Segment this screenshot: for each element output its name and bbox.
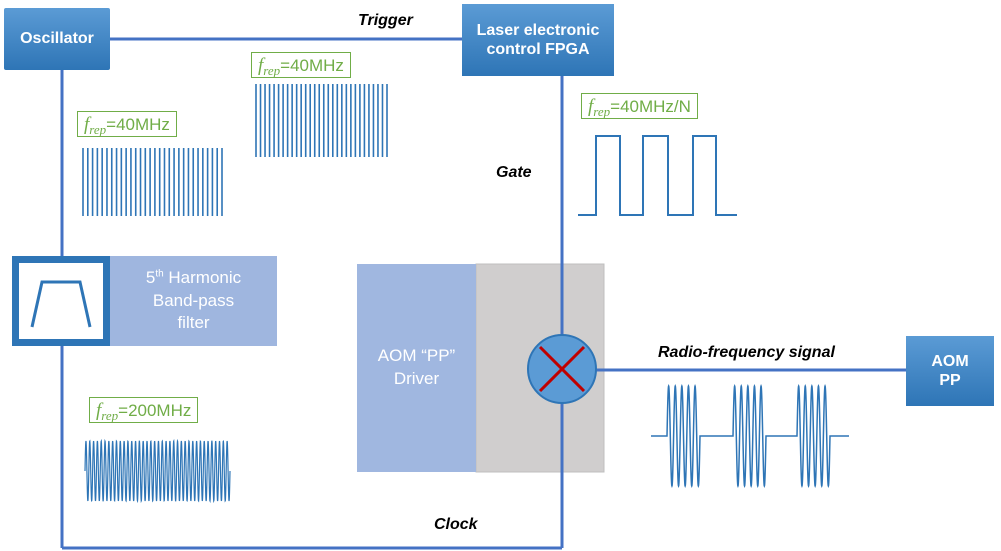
pulse-train-bottom	[84, 438, 231, 504]
filter-harmonic-sup: th	[155, 267, 164, 279]
gate-label: Gate	[496, 164, 532, 181]
pulse-train-left	[82, 148, 223, 216]
freq-symbol: f	[588, 96, 594, 117]
freq-value-bottom: =200MHz	[118, 401, 192, 420]
driver-label-line1: AOM “PP”	[377, 346, 456, 366]
driver-panel	[357, 264, 476, 472]
filter-harmonic-text: Harmonic	[163, 267, 242, 287]
aom-pp-label-line1: AOM	[931, 352, 969, 370]
freq-subscript: rep	[101, 408, 119, 423]
rf-label: Radio-frequency signal	[658, 344, 835, 361]
freq-label-top: frep=40MHz	[251, 52, 351, 78]
freq-symbol: f	[96, 400, 102, 421]
filter-label-line2: Band-pass	[152, 290, 235, 310]
filter-label-line1: 5th Harmonic	[146, 267, 241, 290]
filter-label-line3: filter	[177, 313, 210, 333]
freq-subscript: rep	[593, 104, 611, 119]
sine-wave	[84, 438, 231, 504]
oscillator-label: Oscillator	[20, 30, 94, 48]
freq-value-gate: =40MHz/N	[610, 97, 691, 116]
freq-symbol: f	[258, 55, 264, 76]
square-wave	[578, 135, 737, 216]
oscillator-box: Oscillator	[4, 8, 110, 70]
filter-icon-inner	[19, 263, 103, 339]
rf-bursts	[651, 384, 849, 488]
freq-subscript: rep	[89, 122, 107, 137]
freq-symbol: f	[84, 114, 90, 135]
driver-label: AOM “PP” Driver	[357, 264, 476, 472]
aom-pp-box: AOM PP	[906, 336, 994, 406]
freq-label-left: frep=40MHz	[77, 111, 177, 137]
filter-text-panel	[110, 256, 277, 346]
aom-pp-label-line2: PP	[939, 372, 961, 389]
fpga-box: Laser electronic control FPGA	[462, 4, 614, 76]
trigger-label: Trigger	[358, 12, 413, 29]
pulse-train-top	[255, 84, 388, 157]
filter-label: 5th Harmonic Band-pass filter	[110, 256, 277, 346]
fpga-label-line1: Laser electronic	[476, 21, 600, 39]
freq-label-bottom: frep=200MHz	[89, 397, 199, 423]
rf-burst-wave	[651, 384, 849, 488]
connection-lines	[60, 37, 906, 550]
fpga-label-line2: control FPGA	[486, 41, 590, 58]
clock-label: Clock	[434, 516, 478, 533]
filter-harmonic-number: 5	[145, 267, 156, 287]
mixer-cross	[538, 345, 586, 393]
bandpass-icon	[30, 280, 92, 328]
freq-value-top: =40MHz	[280, 56, 344, 75]
freq-label-gate: frep=40MHz/N	[581, 93, 698, 119]
freq-value-left: =40MHz	[106, 115, 170, 134]
freq-subscript: rep	[263, 63, 281, 78]
driver-label-line2: Driver	[393, 369, 440, 388]
gate-waveform	[578, 135, 737, 216]
